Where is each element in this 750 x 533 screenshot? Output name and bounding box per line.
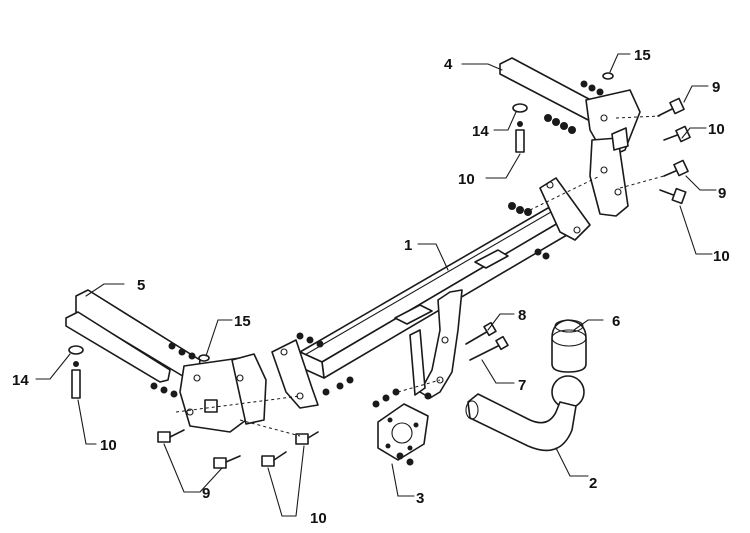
callout-14-left: 14 xyxy=(12,372,29,389)
part-4-right-rail xyxy=(499,57,641,217)
callout-labels: 1 2 3 4 5 6 7 8 9 9 9 10 10 10 10 10 14 … xyxy=(12,47,730,527)
callout-3: 3 xyxy=(416,490,424,507)
beam-right-plate xyxy=(539,177,591,241)
callout-10-top-right1: 10 xyxy=(708,121,725,138)
bolts-bottom xyxy=(157,429,319,469)
part-2-tow-ball xyxy=(465,375,585,452)
callout-9-top2: 9 xyxy=(718,185,726,202)
callout-14-top: 14 xyxy=(472,123,489,140)
leader-lines xyxy=(35,53,717,517)
callout-10-bottom-mid: 10 xyxy=(310,510,327,527)
washers xyxy=(68,72,614,399)
callout-9-bottom: 9 xyxy=(202,485,210,502)
alignment-lines xyxy=(175,115,665,437)
callout-10-top-right2: 10 xyxy=(713,248,730,265)
part-7-8-bolts xyxy=(465,321,509,361)
callout-10-top-left: 10 xyxy=(458,171,475,188)
callout-5: 5 xyxy=(137,277,145,294)
callout-15-left: 15 xyxy=(234,313,251,330)
neck-mount-bracket xyxy=(409,289,463,399)
callout-4: 4 xyxy=(444,56,453,73)
callout-9-top1: 9 xyxy=(712,79,720,96)
callout-7: 7 xyxy=(518,377,526,394)
callout-15-top: 15 xyxy=(634,47,651,64)
callout-6: 6 xyxy=(612,313,620,330)
part-5-left-rail xyxy=(65,289,267,433)
callout-1: 1 xyxy=(404,237,412,254)
callout-10-bottom-left: 10 xyxy=(100,437,117,454)
bolts-right xyxy=(657,97,691,205)
part-6-ball-cover xyxy=(551,319,587,373)
beam-left-plate xyxy=(271,339,319,409)
callout-8: 8 xyxy=(518,307,526,324)
callout-2: 2 xyxy=(589,475,597,492)
part-3-socket-plate xyxy=(377,403,429,461)
